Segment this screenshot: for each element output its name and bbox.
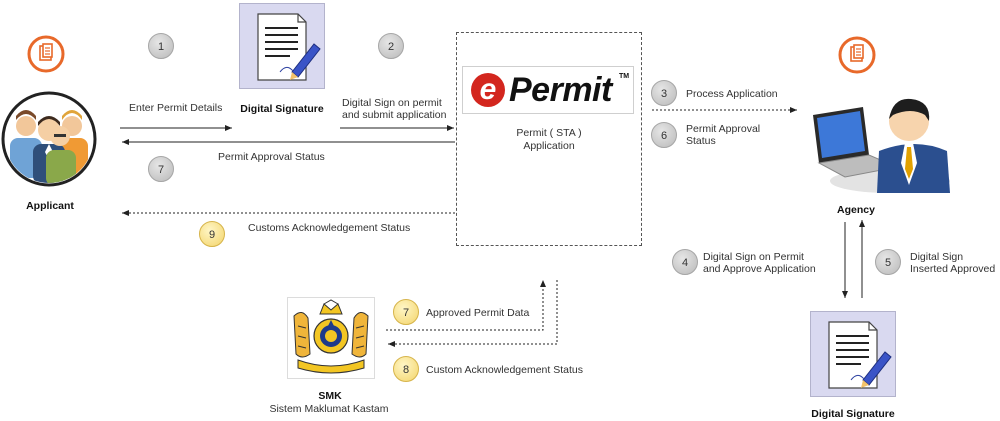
smk-subtitle: Sistem Maklumat Kastam xyxy=(269,403,389,415)
epermit-logo: e Permit TM xyxy=(462,66,634,114)
digital-signature-card-top xyxy=(239,3,325,89)
label-permit-approval-status: Permit Approval Status xyxy=(218,151,325,163)
label-digital-sign-inserted-2: Inserted Approved xyxy=(910,263,996,275)
epermit-application-box xyxy=(456,32,642,246)
arrow-custom-ack-status xyxy=(388,280,558,347)
epermit-logo-word: Permit xyxy=(509,71,612,109)
label-enter-permit-details: Enter Permit Details xyxy=(129,102,223,114)
agency-officer-icon xyxy=(813,98,950,193)
label-approved-permit-data: Approved Permit Data xyxy=(426,307,530,319)
applicant-group-icon xyxy=(1,91,97,187)
arrow-approved-permit-data xyxy=(386,280,546,331)
step-3: 3 xyxy=(651,80,677,106)
digital-signature-top-label: Digital Signature xyxy=(240,103,324,115)
label-digital-sign-submit-1: Digital Sign on permit xyxy=(342,97,442,109)
label-permit-approval-2a: Permit Approval xyxy=(686,123,761,135)
smk-title: SMK xyxy=(318,390,342,402)
step-6: 6 xyxy=(651,122,677,148)
smk-crest-icon xyxy=(293,299,369,374)
epermit-logo-e: e xyxy=(471,73,505,107)
digital-signature-card-bottom xyxy=(810,311,896,397)
epermit-caption-line2: Application xyxy=(523,140,575,152)
digital-signature-bottom-label: Digital Signature xyxy=(811,408,895,420)
epermit-logo-tm: TM xyxy=(619,73,630,80)
label-digital-sign-submit-2: and submit application xyxy=(342,109,447,121)
step-9: 9 xyxy=(199,221,225,247)
agency-label: Agency xyxy=(837,204,875,216)
step-2: 2 xyxy=(378,33,404,59)
step-4: 4 xyxy=(672,249,698,275)
applicant-label: Applicant xyxy=(26,200,74,212)
label-custom-ack-status: Custom Acknowledgement Status xyxy=(426,364,583,376)
signature-document-icon xyxy=(257,13,321,81)
smk-crest-frame xyxy=(287,297,375,379)
label-process-application: Process Application xyxy=(686,88,778,100)
step-8: 8 xyxy=(393,356,419,382)
step-5: 5 xyxy=(875,249,901,275)
label-customs-ack-status: Customs Acknowledgement Status xyxy=(248,222,411,234)
epermit-caption-line1: Permit ( STA ) xyxy=(516,127,582,139)
document-icon xyxy=(27,35,65,73)
label-digital-sign-approve-1: Digital Sign on Permit xyxy=(703,251,804,263)
label-permit-approval-2b: Status xyxy=(686,135,716,147)
label-digital-sign-approve-2: and Approve Application xyxy=(703,263,816,275)
label-digital-sign-inserted-1: Digital Sign xyxy=(910,251,964,263)
step-1: 1 xyxy=(148,33,174,59)
document-icon xyxy=(838,36,876,74)
signature-document-icon xyxy=(828,321,892,389)
step-7a: 7 xyxy=(148,156,174,182)
step-7b: 7 xyxy=(393,299,419,325)
